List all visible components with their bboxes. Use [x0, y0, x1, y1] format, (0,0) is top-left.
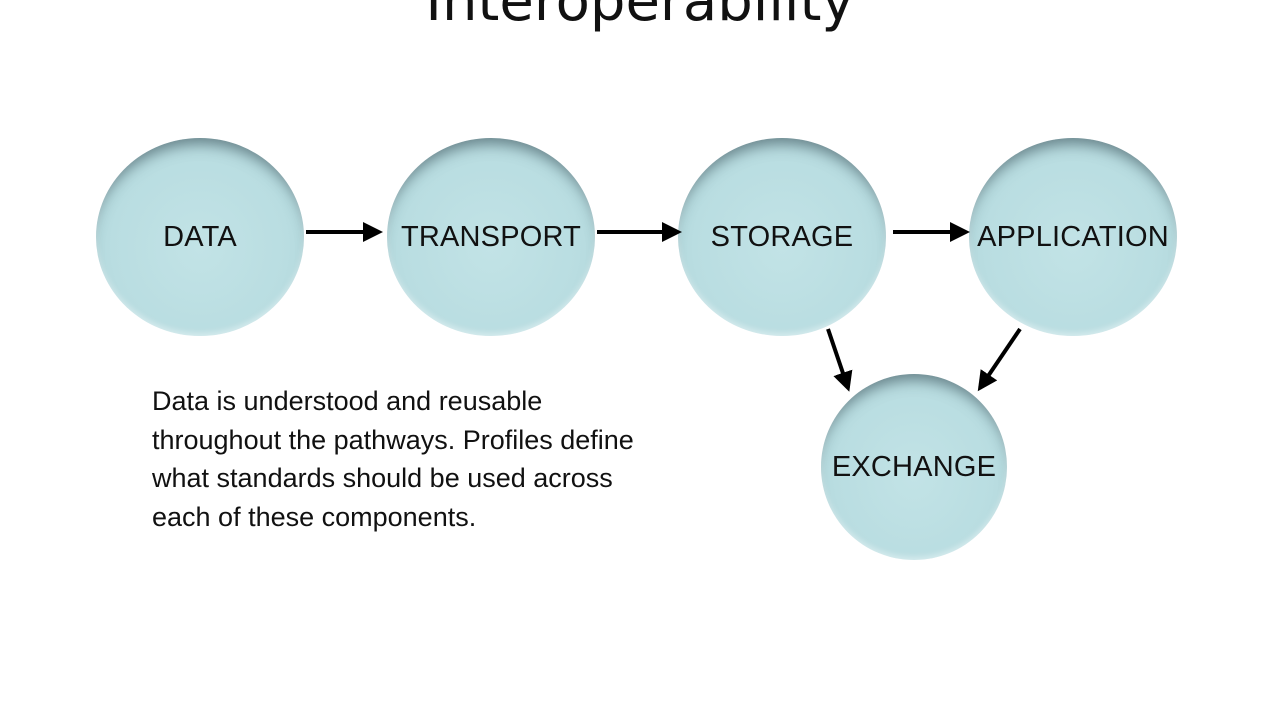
node-data-label: DATA	[163, 220, 237, 253]
node-storage-label: STORAGE	[710, 220, 854, 253]
node-transport-label: TRANSPORT	[400, 220, 582, 253]
node-application: APPLICATION	[969, 138, 1177, 336]
node-exchange: EXCHANGE	[821, 374, 1007, 560]
node-data: DATA	[96, 138, 304, 336]
slide-title: Interoperability	[425, 0, 855, 34]
node-storage: STORAGE	[678, 138, 886, 336]
arrow-down-right-icon	[826, 328, 853, 392]
arrow-down-left-icon	[977, 327, 1022, 392]
node-exchange-label: EXCHANGE	[831, 450, 997, 483]
description-text: Data is understood and reusable througho…	[152, 386, 634, 532]
node-transport: TRANSPORT	[387, 138, 595, 336]
node-application-label: APPLICATION	[977, 220, 1169, 253]
